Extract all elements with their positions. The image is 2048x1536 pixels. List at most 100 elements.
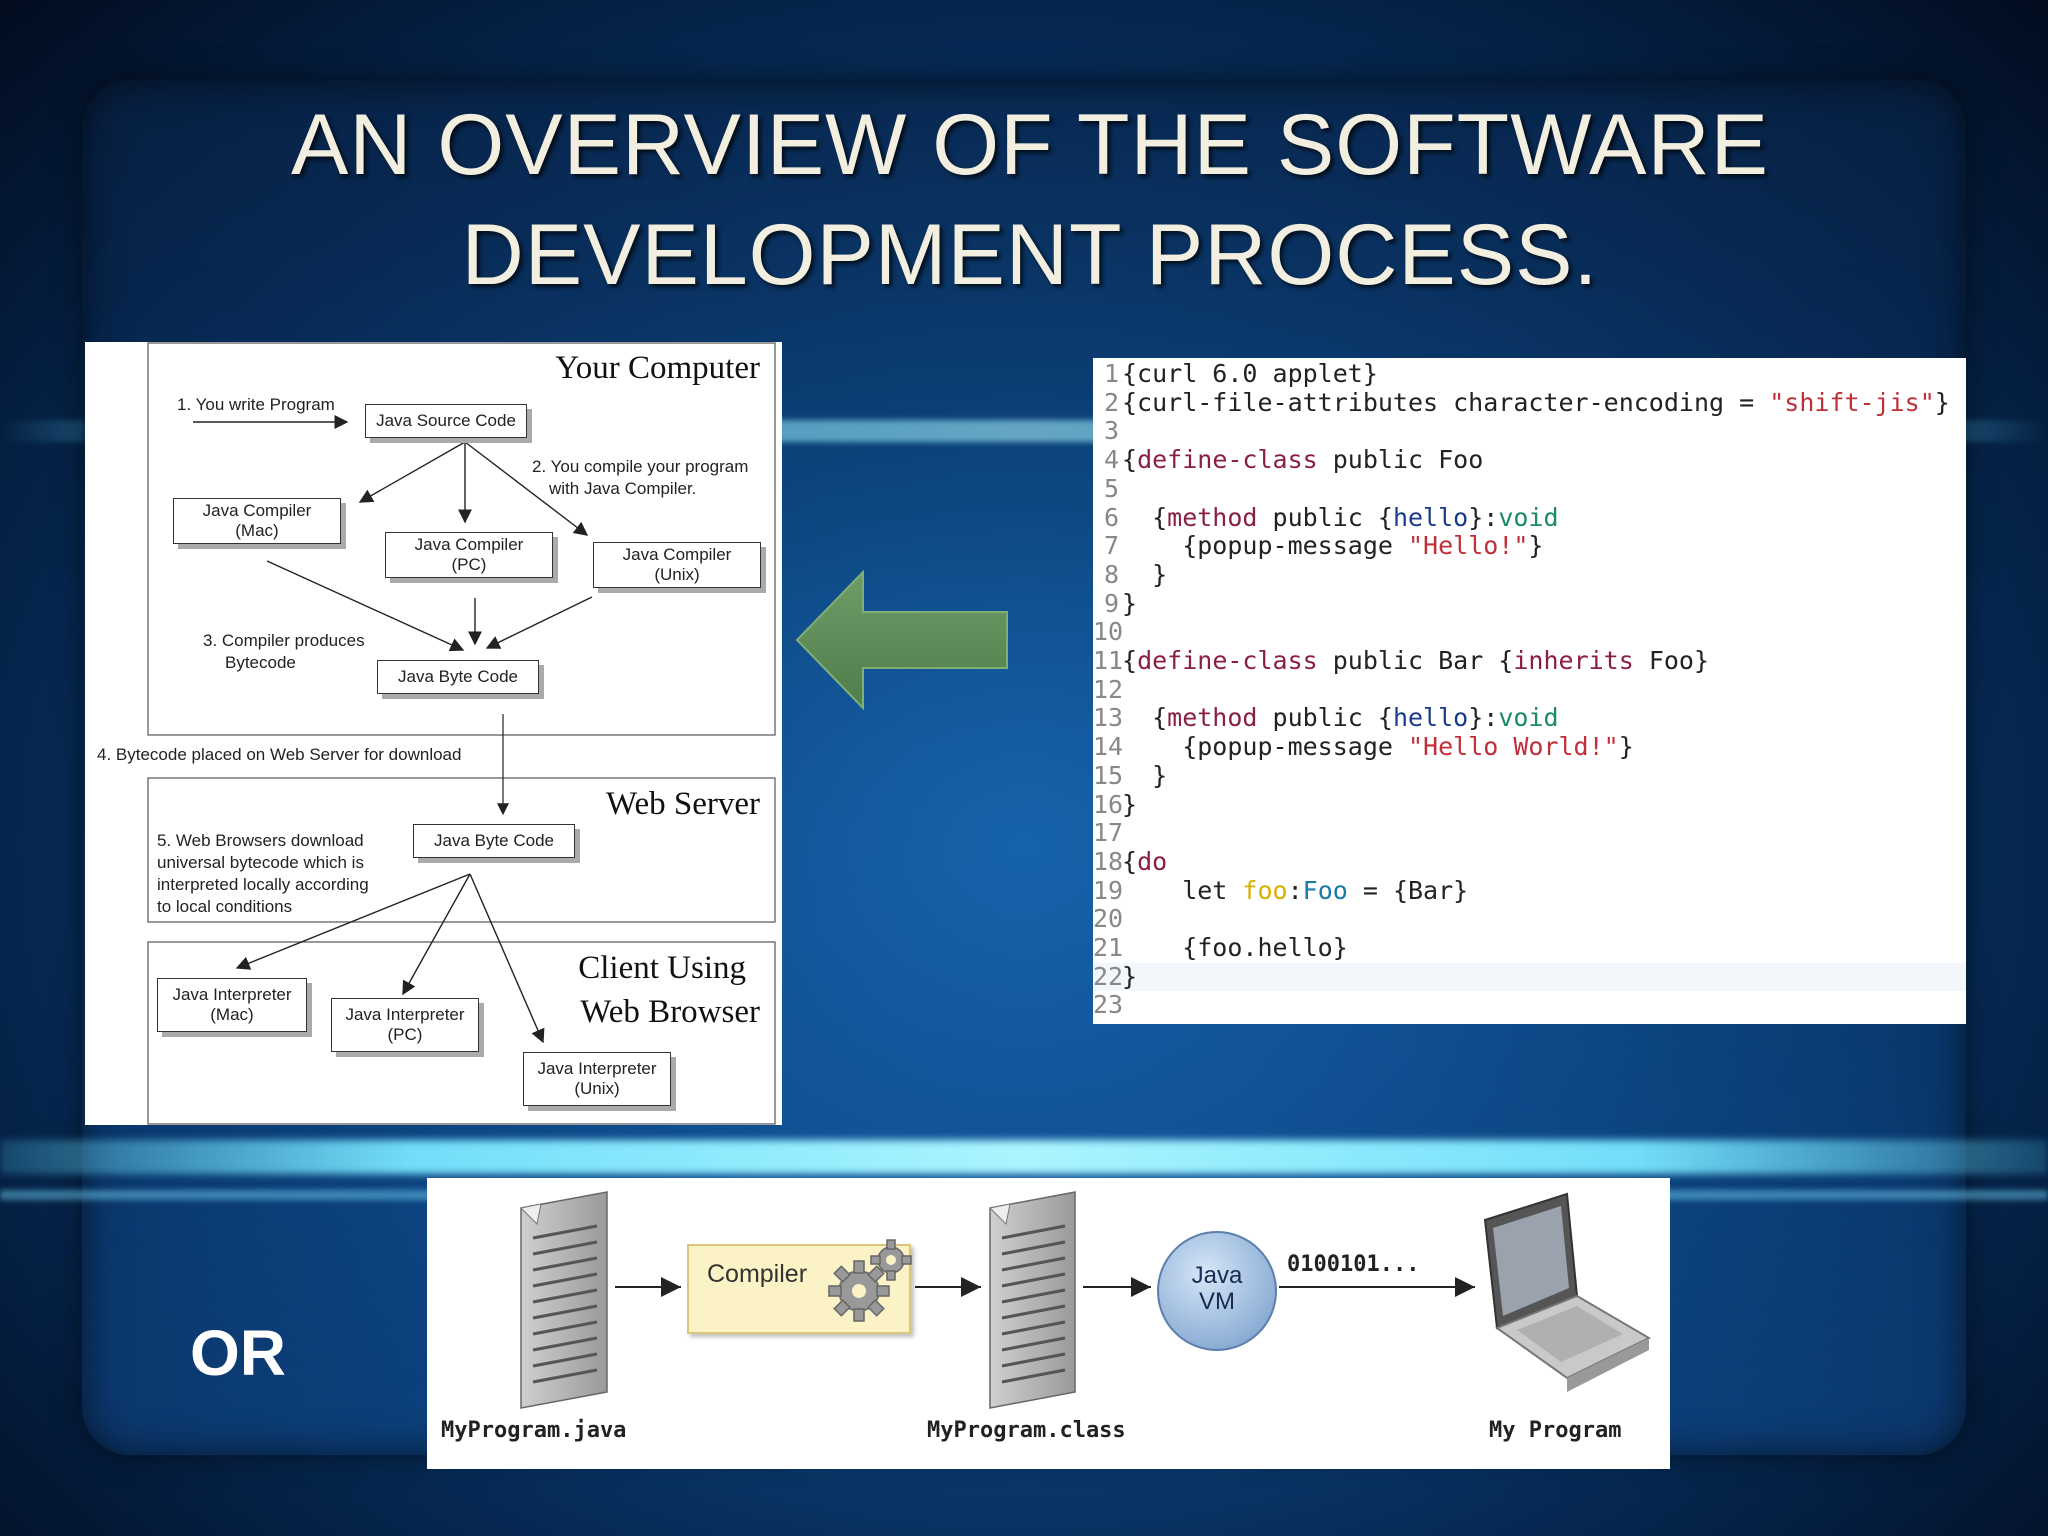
code-token: Foo} xyxy=(1633,646,1710,675)
line-number: 8 xyxy=(1103,559,1119,589)
binary-label: 0100101... xyxy=(1287,1252,1420,1277)
line-number: 12 xyxy=(1093,674,1124,704)
arrow-to-mac-interp xyxy=(235,873,471,970)
step5-label-line4: to local conditions xyxy=(157,897,293,916)
code-token: } xyxy=(1934,387,1950,417)
code-token: "Hello World!" xyxy=(1407,732,1619,762)
step4-label: 4. Bytecode placed on Web Server for dow… xyxy=(97,745,462,764)
code-token: method xyxy=(1167,502,1258,532)
arrow-to-unix-interp xyxy=(469,873,545,1044)
code-line: 4{define-class public Foo xyxy=(1093,446,1966,474)
box-java-source-code: Java Source Code xyxy=(365,404,527,438)
line-number: 20 xyxy=(1093,904,1124,934)
code-token: }: xyxy=(1468,502,1499,532)
code-token: let xyxy=(1122,875,1243,905)
code-line: 17 xyxy=(1093,819,1966,847)
code-line: 15 } xyxy=(1093,760,1966,790)
code-token: } xyxy=(1122,760,1168,790)
line-number: 22 xyxy=(1093,961,1124,991)
code-token: public Foo xyxy=(1317,445,1484,475)
code-token: = {Bar} xyxy=(1347,875,1469,905)
code-line: 2{curl-file-attributes character-encodin… xyxy=(1093,387,1966,417)
step5-label-line1: 5. Web Browsers download xyxy=(157,831,364,850)
code-token: } xyxy=(1528,531,1544,561)
diagram-connectors xyxy=(147,342,776,1125)
code-token: } xyxy=(1618,732,1634,762)
step3-label-line2: Bytecode xyxy=(225,653,296,672)
box-compiler-pc-line2: (PC) xyxy=(451,555,487,574)
box-compiler-unix-line1: Java Compiler xyxy=(622,545,732,564)
line-number: 4 xyxy=(1103,445,1119,475)
class-file-icon xyxy=(988,1191,1076,1409)
box-interpreter-mac-line1: Java Interpreter xyxy=(172,985,292,1004)
code-line: 21 {foo.hello} xyxy=(1093,934,1966,962)
arrow-mac-to-bytecode xyxy=(266,560,465,652)
code-line: 14 {popup-message "Hello World!"} xyxy=(1093,733,1966,761)
line-number: 19 xyxy=(1093,875,1124,905)
code-token: } xyxy=(1122,961,1138,991)
code-token: void xyxy=(1498,502,1559,532)
section-your-computer: Your Computer xyxy=(555,350,760,386)
line-number: 17 xyxy=(1093,818,1124,848)
line-number: 15 xyxy=(1093,760,1124,790)
arrow-to-pc-interp xyxy=(402,873,471,996)
box-compiler-pc-line1: Java Compiler xyxy=(414,535,524,554)
code-line: 16} xyxy=(1093,789,1966,819)
box-java-byte-code: Java Byte Code xyxy=(377,660,539,694)
java-vm-circle: Java VM xyxy=(1157,1231,1277,1351)
section-client-line1: Client Using xyxy=(578,950,746,986)
compile-flow-diagram: Compiler J xyxy=(427,1178,1670,1469)
code-line: 20 xyxy=(1093,905,1966,933)
code-line: 7 {popup-message "Hello!"} xyxy=(1093,532,1966,560)
code-token: define-class xyxy=(1137,445,1318,475)
line-number: 11 xyxy=(1093,646,1124,675)
code-token: inherits xyxy=(1513,646,1634,675)
line-number: 5 xyxy=(1103,473,1119,503)
code-token: {popup-message xyxy=(1122,531,1408,561)
arrow-to-unix-compiler xyxy=(464,441,589,536)
code-line: 3 xyxy=(1093,417,1966,445)
box-interpreter-mac-line2: (Mac) xyxy=(210,1005,254,1024)
slide-title-line1: AN OVERVIEW OF THE SOFTWARE xyxy=(291,97,1769,193)
code-token: { xyxy=(1122,502,1168,532)
curl-code-panel: 1{curl 6.0 applet}2{curl-file-attributes… xyxy=(1093,358,1966,1024)
java-process-diagram: Your Computer Web Server Client Using We… xyxy=(85,342,782,1125)
code-token: define-class xyxy=(1137,646,1318,675)
class-file-label: MyProgram.class xyxy=(927,1418,1126,1443)
code-line: 18{do xyxy=(1093,846,1966,876)
code-token: void xyxy=(1498,703,1559,733)
box-compiler-mac-line2: (Mac) xyxy=(235,521,279,540)
code-token: { xyxy=(1122,646,1138,675)
code-token: "shift-jis" xyxy=(1769,387,1935,417)
code-token: hello xyxy=(1392,703,1469,733)
box-compiler-mac: Java Compiler (Mac) xyxy=(173,498,341,544)
arrow-unix-to-bytecode xyxy=(485,596,593,649)
code-token: public { xyxy=(1257,703,1393,733)
code-line: 8 } xyxy=(1093,559,1966,589)
compiler-label: Compiler xyxy=(707,1260,808,1288)
code-token: } xyxy=(1122,588,1138,618)
code-token: } xyxy=(1122,789,1138,819)
box-interpreter-unix-line1: Java Interpreter xyxy=(537,1059,657,1078)
line-number: 23 xyxy=(1093,990,1124,1020)
section-client-line2: Web Browser xyxy=(580,994,760,1030)
code-line: 19 let foo:Foo = {Bar} xyxy=(1093,875,1966,905)
code-token: public { xyxy=(1257,502,1393,532)
code-line: 12 xyxy=(1093,674,1966,704)
compiler-box: Compiler xyxy=(687,1239,912,1334)
code-line: 10 xyxy=(1093,618,1966,646)
vm-label-line2: VM xyxy=(1199,1288,1235,1315)
code-line: 9} xyxy=(1093,588,1966,618)
code-token: do xyxy=(1137,846,1168,876)
line-number: 7 xyxy=(1103,531,1119,561)
box-compiler-mac-line1: Java Compiler xyxy=(202,501,312,520)
code-token: }: xyxy=(1468,703,1499,733)
code-token: "Hello!" xyxy=(1407,531,1529,561)
box-compiler-unix-line2: (Unix) xyxy=(654,565,700,584)
section-web-server: Web Server xyxy=(605,786,760,822)
code-token: {curl-file-attributes character-encoding… xyxy=(1122,387,1770,417)
step2-label-line2: with Java Compiler. xyxy=(549,479,697,498)
line-number: 2 xyxy=(1103,387,1119,417)
line-number: 13 xyxy=(1093,703,1124,733)
step2-label-line1: 2. You compile your program xyxy=(532,457,749,476)
